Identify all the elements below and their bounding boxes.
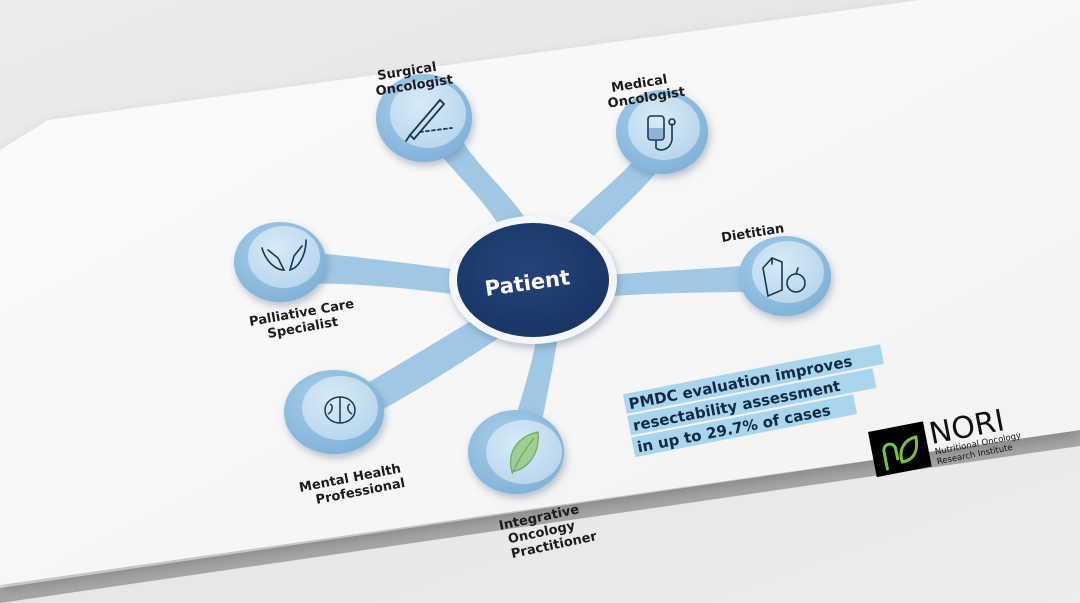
care-team-diagram: Surgical Oncologist Medical Oncologist [234, 60, 831, 562]
milk-carton-apple-icon [762, 257, 806, 298]
nori-logo-box [868, 421, 932, 478]
page-edge [0, 430, 1080, 603]
nori-brand: NORI Nutritional Oncology Research Insti… [868, 403, 1022, 478]
node-dietitian [739, 236, 831, 316]
callout-highlight-2 [627, 368, 877, 436]
sprout-logo-icon [882, 435, 919, 471]
scalpel-icon [405, 98, 453, 142]
node-mental-health [284, 370, 384, 454]
caring-hands-icon [261, 239, 307, 272]
center-node-patient [449, 216, 617, 344]
callout-highlight-3 [631, 394, 858, 458]
brain-icon [324, 396, 356, 424]
iv-bag-icon [647, 115, 676, 151]
leaf-icon [510, 431, 539, 475]
callout-highlight-1 [622, 344, 884, 414]
